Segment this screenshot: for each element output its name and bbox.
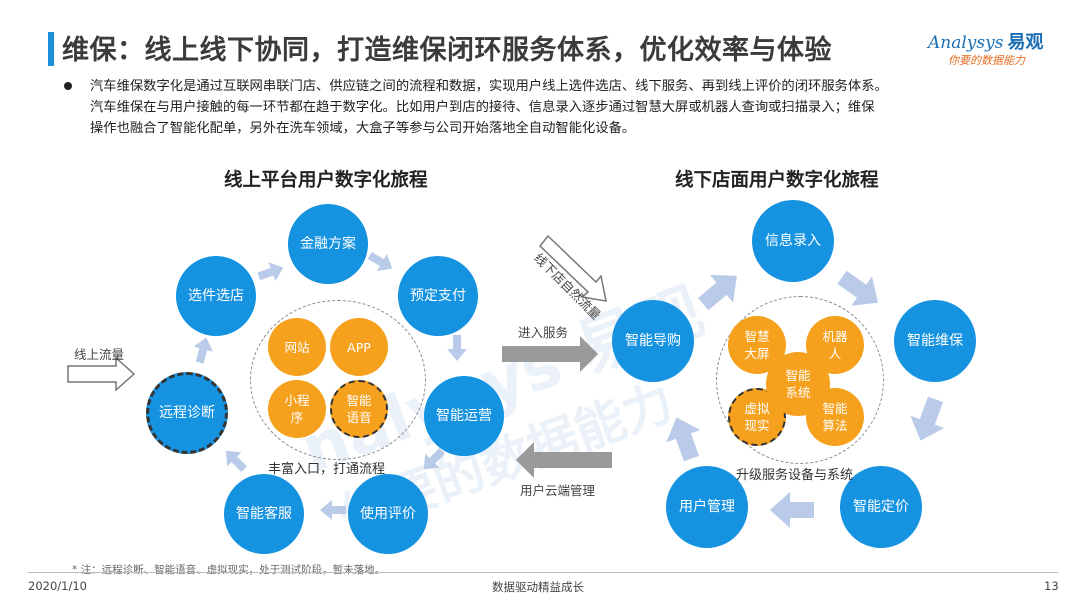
- online-traffic-arrow: [67, 356, 136, 392]
- cycle-arrow: [698, 274, 737, 311]
- footer-slogan: 数据驱动精益成长: [492, 580, 584, 594]
- node-ops: 智能运营: [424, 376, 504, 456]
- page-number: 13: [1044, 579, 1059, 593]
- cycle-arrow: [423, 447, 446, 470]
- logo-text: nalysys: [940, 33, 1004, 53]
- logo-slogan: 你要的数据能力: [948, 54, 1025, 67]
- cycle-arrow: [225, 450, 248, 473]
- page-title: 维保：线上线下协同，打造维保闭环服务体系，优化效率与体验: [62, 35, 832, 66]
- node-remote: 远程诊断: [146, 372, 228, 454]
- cycle-arrow: [910, 396, 945, 441]
- offline-caption: 升级服务设备与系统: [736, 468, 854, 483]
- node-review: 使用评价: [348, 474, 428, 554]
- cycle-arrow: [447, 335, 467, 361]
- node-prepay: 预定支付: [398, 256, 478, 336]
- title-accent-bar: [48, 32, 54, 66]
- intro-line: 操作也融合了智能化配单，另外在洗车领域，大盒子等参与公司开始落地全自动智能化设备…: [90, 121, 636, 136]
- intro-paragraph: 汽车维保数字化是通过互联网串联门店、供应链之间的流程和数据，实现用户线上选件选店…: [90, 76, 1050, 139]
- cycle-arrow: [770, 492, 814, 528]
- offline-center-ring: [716, 296, 884, 464]
- cycle-arrow: [367, 252, 393, 272]
- online-center-ring: [250, 300, 426, 460]
- intro-line: 汽车维保数字化是通过互联网串联门店、供应链之间的流程和数据，实现用户线上选件选店…: [90, 79, 888, 94]
- bullet-icon: [64, 82, 72, 90]
- node-user-mgmt: 用户管理: [666, 466, 748, 548]
- cycle-arrow: [257, 262, 284, 282]
- cloud-mgmt-label: 用户云端管理: [520, 483, 596, 498]
- node-guide: 智能导购: [612, 300, 694, 382]
- online-traffic-label: 线上流量: [74, 347, 125, 362]
- enter-service-arrow: [502, 336, 598, 372]
- cloud-mgmt-arrow: [516, 442, 612, 478]
- natural-flow-arrow: [538, 234, 607, 302]
- intro-line: 汽车维保在与用户接触的每一环节都在趋于数字化。比如用户到店的接待、信息录入逐步通…: [90, 100, 875, 115]
- logo-cn: 易观: [1007, 32, 1044, 53]
- node-select: 选件选店: [176, 256, 256, 336]
- center-smart-system: 智能 系统: [766, 352, 830, 416]
- center-voice: 智能 语音: [330, 380, 388, 438]
- node-finance: 金融方案: [288, 204, 368, 284]
- logo-prefix: A: [928, 33, 941, 53]
- online-caption: 丰富入口，打通流程: [268, 462, 386, 477]
- node-pricing: 智能定价: [840, 466, 922, 548]
- cycle-arrow: [666, 417, 701, 462]
- footer-divider: [28, 572, 1058, 573]
- cycle-arrow: [320, 500, 346, 520]
- center-mini-program: 小程 序: [268, 380, 326, 438]
- node-service: 智能客服: [224, 474, 304, 554]
- offline-section-title: 线下店面用户数字化旅程: [675, 170, 879, 191]
- node-info-entry: 信息录入: [752, 200, 834, 282]
- cycle-arrow: [193, 337, 213, 364]
- center-site: 网站: [268, 318, 326, 376]
- footnote: * 注：远程诊断、智能语音、虚拟现实，处于测试阶段，暂未落地。: [72, 564, 386, 576]
- node-repair: 智能维保: [894, 300, 976, 382]
- cycle-arrow: [837, 270, 879, 306]
- footer-date: 2020/1/10: [28, 579, 87, 593]
- enter-service-label: 进入服务: [518, 325, 569, 340]
- center-app: APP: [330, 318, 388, 376]
- online-section-title: 线上平台用户数字化旅程: [224, 170, 428, 191]
